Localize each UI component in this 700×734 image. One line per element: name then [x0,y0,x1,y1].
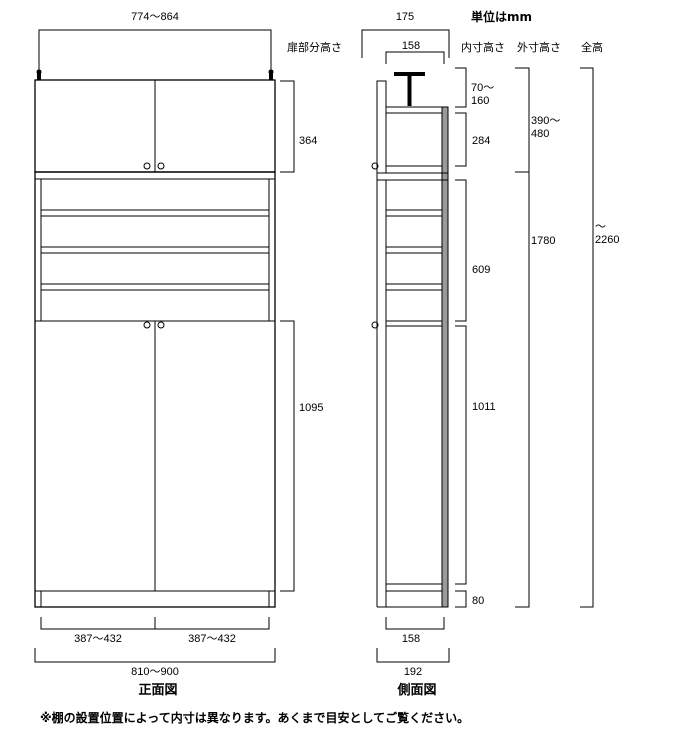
side-knob-upper [371,162,379,170]
outer-height-lower-bracket [515,171,530,608]
tension-pole-right [269,70,273,80]
side-panel-upper [376,80,387,174]
upper-door-height-label: 364 [299,135,317,147]
adjuster-cap [394,72,425,76]
top-width-bracket [38,29,272,74]
lower-door-height-label: 1095 [299,402,323,414]
total-width-label: 810～900 [131,666,179,678]
upper-knob-left [143,162,151,170]
top-depth-bracket [361,29,450,58]
unit-label: 単位はmm [471,9,532,24]
lower-knob-left [143,321,151,329]
back-panel [441,106,449,608]
inner-height-middle-label: 609 [472,264,490,276]
footnote: ※棚の設置位置によって内寸は異なります。あくまで目安としてご覧ください。 [40,710,469,725]
outer-height-lower-label: 1780 [531,235,555,247]
lower-knob-right [157,321,165,329]
lower-door-height-bracket [280,320,295,592]
tension-pole-left [37,70,41,80]
total-depth-label: 192 [404,666,422,678]
inner-depth-top-label: 158 [402,40,420,52]
outer-height-upper-bracket [515,67,530,173]
side-view: 175 158 158 [361,11,450,697]
door-section-height-header: 扉部分高さ [287,40,342,54]
inner-height-header: 内寸高さ [461,40,505,54]
inner-height-brackets [455,67,467,608]
total-height-bracket [580,67,594,608]
outer-height-header: 外寸高さ [517,40,561,54]
inner-depth-bottom-bracket [385,617,445,630]
upper-door-height-bracket [280,80,295,173]
inner-height-upper-label: 284 [472,135,490,147]
top-width-label: 774～864 [131,11,179,23]
outer-height-upper-label: 390～ 480 [531,115,563,140]
inner-depth-bottom-label: 158 [402,633,420,645]
adjuster-height-label: 70～ 160 [471,82,497,107]
front-view-caption: 正面図 [138,682,177,697]
inner-height-lower-label: 1011 [472,401,496,413]
upper-knob-right [157,162,165,170]
door-width-right-label: 387～432 [188,633,236,645]
side-shelves [385,209,443,291]
inner-height-base-label: 80 [472,595,484,607]
main-cabinet [34,171,276,608]
top-depth-label: 175 [396,11,414,23]
inner-depth-top-bracket [385,51,445,64]
total-height-label: ～ 2260 [595,221,619,246]
open-shelves [40,209,270,291]
door-width-left-label: 387～432 [74,633,122,645]
total-depth-bracket [376,648,450,663]
side-knob-lower [371,321,379,329]
side-view-caption: 側面図 [396,682,436,697]
total-width-bracket [34,648,276,663]
front-view: 774～864 364 1095 [34,11,323,697]
adjuster-rod [407,76,412,106]
total-height-header: 全高 [581,40,603,54]
side-divider [376,172,449,181]
